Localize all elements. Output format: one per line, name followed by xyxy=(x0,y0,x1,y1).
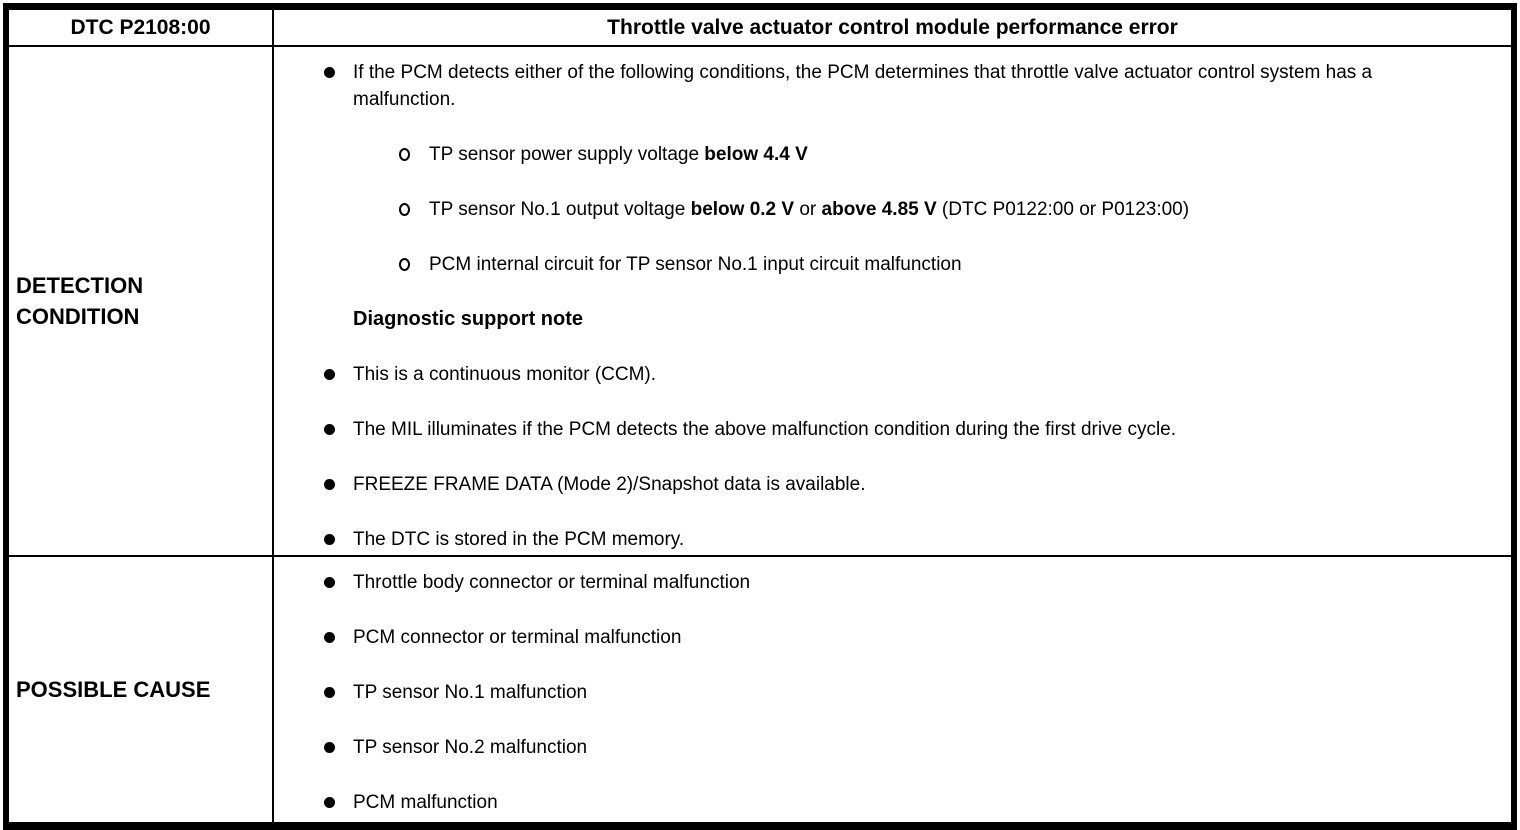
bullet-icon xyxy=(324,361,353,380)
list-item-text: TP sensor power supply voltage below 4.4… xyxy=(429,144,808,165)
dtc-table: DTC P2108:00 Throttle valve actuator con… xyxy=(3,3,1517,830)
dtc-title: Throttle valve actuator control module p… xyxy=(607,15,1178,39)
list-item-text: PCM internal circuit for TP sensor No.1 … xyxy=(429,254,962,275)
dtc-code: DTC P2108:00 xyxy=(70,15,211,39)
open-circle-bullet-icon xyxy=(399,251,429,271)
bullet-icon xyxy=(324,416,353,435)
detection-condition-label: DETECTION CONDITION xyxy=(16,273,144,329)
dtc-title-cell: Throttle valve actuator control module p… xyxy=(274,10,1511,47)
list-item: PCM malfunction xyxy=(274,789,1461,816)
dtc-code-cell: DTC P2108:00 xyxy=(9,10,274,47)
bullet-icon xyxy=(324,679,353,698)
bullet-icon xyxy=(324,624,353,643)
possible-cause-content: Throttle body connector or terminal malf… xyxy=(274,557,1511,822)
open-circle-bullet-icon xyxy=(399,141,429,161)
bullet-icon xyxy=(324,59,353,78)
list-item-text: If the PCM detects either of the followi… xyxy=(353,62,1373,110)
list-item-text: FREEZE FRAME DATA (Mode 2)/Snapshot data… xyxy=(353,474,866,495)
sub-list-item: PCM internal circuit for TP sensor No.1 … xyxy=(274,251,1461,278)
list-item: Throttle body connector or terminal malf… xyxy=(274,569,1461,596)
bullet-icon xyxy=(324,526,353,545)
list-item: TP sensor No.2 malfunction xyxy=(274,734,1461,761)
possible-cause-label-cell: POSSIBLE CAUSE xyxy=(9,557,274,822)
list-item: FREEZE FRAME DATA (Mode 2)/Snapshot data… xyxy=(274,471,1461,498)
list-item: TP sensor No.1 malfunction xyxy=(274,679,1461,706)
list-item: The MIL illuminates if the PCM detects t… xyxy=(274,416,1461,443)
list-item-text: Diagnostic support note xyxy=(353,308,583,330)
detection-condition-content: If the PCM detects either of the followi… xyxy=(274,47,1511,557)
note-heading: Diagnostic support note xyxy=(274,306,1461,333)
bullet-icon xyxy=(324,471,353,490)
detection-condition-label-cell: DETECTION CONDITION xyxy=(9,47,274,557)
list-item-text: PCM connector or terminal malfunction xyxy=(353,627,682,648)
list-item: PCM connector or terminal malfunction xyxy=(274,624,1461,651)
list-item: If the PCM detects either of the followi… xyxy=(274,59,1461,113)
bullet-icon xyxy=(324,569,353,588)
list-item-text: This is a continuous monitor (CCM). xyxy=(353,364,657,385)
list-item-text: TP sensor No.1 malfunction xyxy=(353,682,588,703)
bullet-icon xyxy=(324,734,353,753)
list-item: This is a continuous monitor (CCM). xyxy=(274,361,1461,388)
list-item-text: The DTC is stored in the PCM memory. xyxy=(353,529,685,550)
open-circle-bullet-icon xyxy=(399,196,429,216)
sub-list-item: TP sensor No.1 output voltage below 0.2 … xyxy=(274,196,1461,223)
list-item-text: The MIL illuminates if the PCM detects t… xyxy=(353,419,1177,440)
list-item-text: Throttle body connector or terminal malf… xyxy=(353,572,751,593)
list-item: The DTC is stored in the PCM memory. xyxy=(274,526,1461,553)
list-item-text: PCM malfunction xyxy=(353,792,498,813)
sub-list-item: TP sensor power supply voltage below 4.4… xyxy=(274,141,1461,168)
list-item-text: TP sensor No.2 malfunction xyxy=(353,737,588,758)
bullet-icon xyxy=(324,789,353,808)
possible-cause-label: POSSIBLE CAUSE xyxy=(16,677,211,702)
list-item-text: TP sensor No.1 output voltage below 0.2 … xyxy=(429,199,1190,220)
